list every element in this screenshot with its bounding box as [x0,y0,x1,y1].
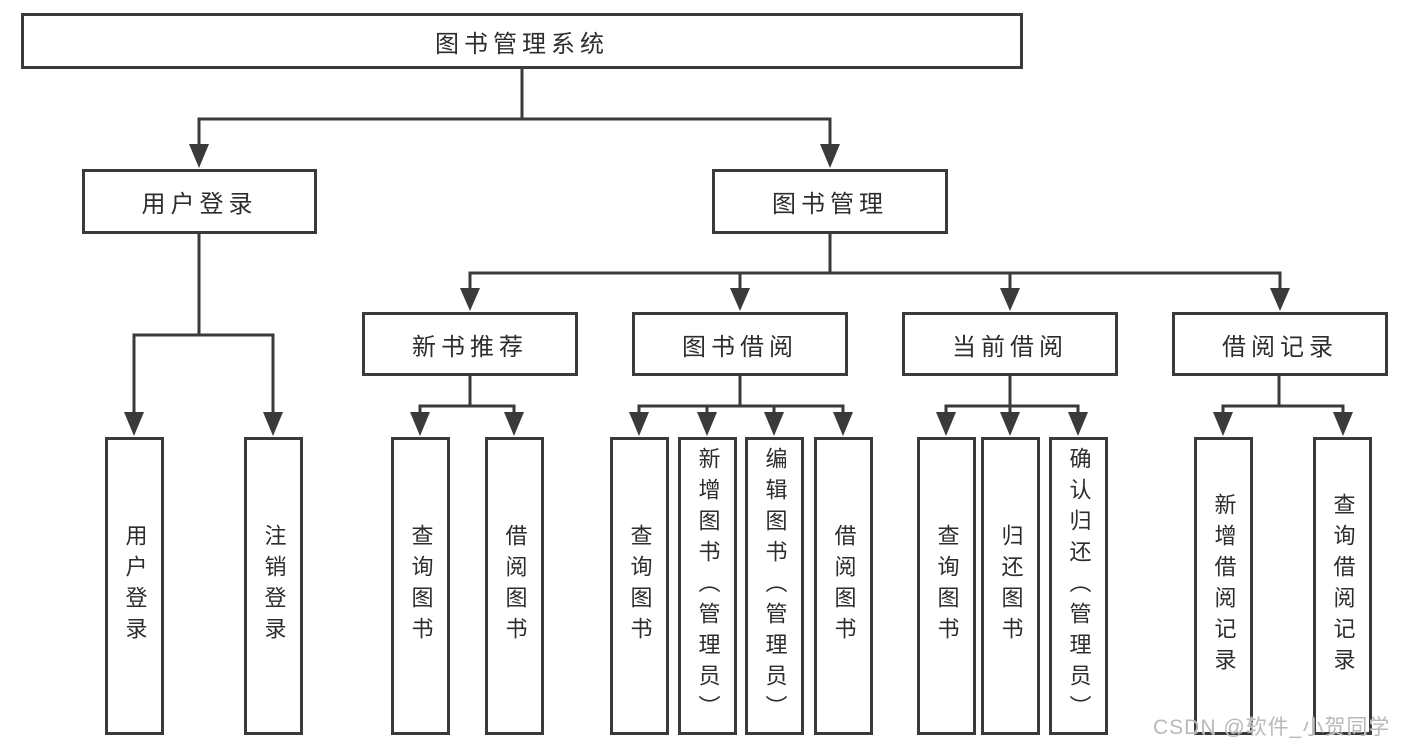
leaf-logout: 注销登录 [244,437,303,735]
leaf-add-borrow-record: 新增借阅记录 [1194,437,1253,735]
leaf-user-login: 用户登录 [105,437,164,735]
leaf-label: 确认归还（管理员） [1066,446,1092,726]
node-library-management-system: 图书管理系统 [21,13,1023,69]
node-book-management: 图书管理 [712,169,948,234]
arrowheads [124,144,1353,436]
leaf-borrow-books-newbook: 借阅图书 [485,437,544,735]
leaf-add-book-admin: 新增图书（管理员） [678,437,737,735]
leaf-label: 查询借阅记录 [1330,493,1356,679]
leaf-label: 编辑图书（管理员） [762,446,788,726]
leaf-label: 用户登录 [122,524,148,648]
leaf-label: 查询图书 [627,524,653,648]
leaf-edit-book-admin: 编辑图书（管理员） [745,437,804,735]
leaf-return-books: 归还图书 [981,437,1040,735]
leaf-label: 注销登录 [261,524,287,648]
node-label: 图书管理 [772,191,888,218]
node-label: 用户登录 [141,191,258,218]
leaf-query-books-current: 查询图书 [917,437,976,735]
leaf-label: 查询图书 [408,524,434,648]
node-user-login: 用户登录 [82,169,317,234]
node-label: 新书推荐 [412,333,528,361]
leaf-label: 新增借阅记录 [1211,493,1237,679]
leaf-label: 查询图书 [934,524,960,648]
leaf-borrow-books-borrow: 借阅图书 [814,437,873,735]
node-current-borrowing: 当前借阅 [902,312,1118,376]
leaf-query-borrow-record: 查询借阅记录 [1313,437,1372,735]
node-borrowing-records: 借阅记录 [1172,312,1388,376]
leaf-query-books-borrow: 查询图书 [610,437,669,735]
leaf-query-books-newbook: 查询图书 [391,437,450,735]
csdn-watermark: CSDN @软件_小贺同学 [1153,716,1391,739]
node-new-book-recommendation: 新书推荐 [362,312,578,376]
leaf-label: 借阅图书 [502,524,528,648]
node-label: 当前借阅 [952,333,1068,361]
leaf-confirm-return-admin: 确认归还（管理员） [1049,437,1108,735]
leaf-label: 借阅图书 [831,524,857,648]
leaf-label: 新增图书（管理员） [695,446,721,726]
node-label: 图书借阅 [682,333,798,361]
node-label: 图书管理系统 [435,30,609,58]
node-book-borrowing: 图书借阅 [632,312,848,376]
node-label: 借阅记录 [1222,333,1338,361]
leaf-label: 归还图书 [998,524,1024,648]
